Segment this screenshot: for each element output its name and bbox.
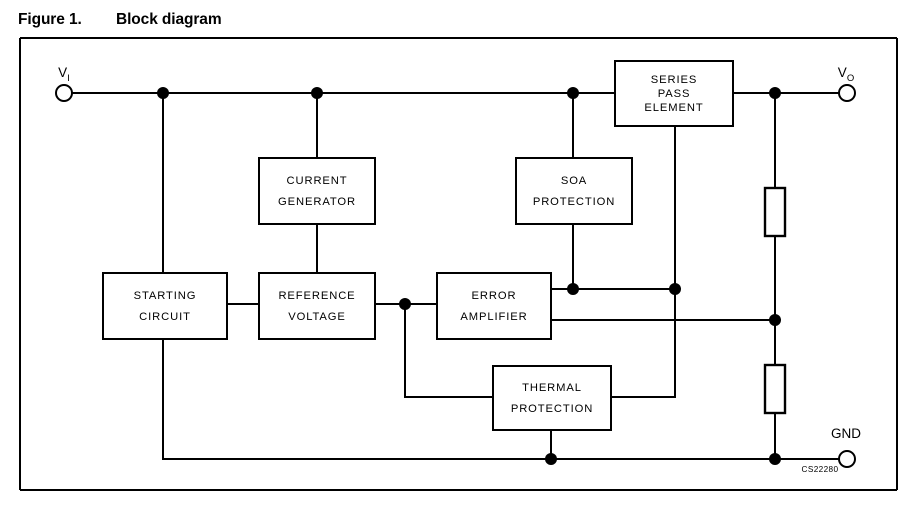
resistor-lower [763,363,787,415]
block-thermal-protection: THERMAL PROTECTION [492,365,612,431]
block-label-line: SOA [561,175,587,187]
terminal-vi-circle [55,84,73,102]
terminal-vo: VO [838,65,856,102]
block-label-line: THERMAL [522,382,582,394]
junction-dot [769,453,781,465]
terminal-gnd-label: GND [831,426,861,441]
junction-dot [769,87,781,99]
terminal-gnd: GND [831,426,861,468]
junction-dot [567,283,579,295]
block-error-amplifier: ERROR AMPLIFIER [436,272,552,340]
block-current-generator: CURRENT GENERATOR [258,157,376,225]
figure-title: Block diagram [116,11,222,28]
block-series-pass-element: SERIES PASS ELEMENT [614,60,734,127]
block-starting-circuit: STARTING CIRCUIT [102,272,228,340]
terminal-gnd-circle [838,450,856,468]
resistor-upper [763,186,787,238]
terminal-vo-circle [838,84,856,102]
junction-dot [769,314,781,326]
block-label-line: REFERENCE [278,290,355,302]
block-reference-voltage: REFERENCE VOLTAGE [258,272,376,340]
block-label-line: ERROR [472,290,517,302]
block-label-line: VOLTAGE [288,311,345,323]
block-label-line: STARTING [134,290,197,302]
block-soa-protection: SOA PROTECTION [515,157,633,225]
block-label-line: PASS [658,88,691,100]
junction-dot [311,87,323,99]
junction-dot [157,87,169,99]
junction-dot [567,87,579,99]
figure-number: Figure 1. [18,11,82,28]
figure-caption: Figure 1. Block diagram [18,11,222,29]
junction-dot [545,453,557,465]
block-label-line: SERIES [651,74,697,86]
junction-dot [399,298,411,310]
junction-dots [157,87,781,465]
wires [72,92,848,460]
block-label-line: PROTECTION [511,403,593,415]
diagram-frame [19,38,898,491]
drawing-id-watermark: CS22280 [802,465,839,474]
junction-dot [669,283,681,295]
block-label-line: ELEMENT [644,102,703,114]
terminal-vo-label: VO [838,65,854,84]
block-label-line: PROTECTION [533,196,615,208]
block-label-line: CURRENT [287,175,348,187]
block-label-line: AMPLIFIER [460,311,527,323]
terminal-vi-label: VI [58,65,70,84]
block-label-line: CIRCUIT [139,311,191,323]
terminal-vi: VI [55,65,73,102]
block-label-line: GENERATOR [278,196,356,208]
